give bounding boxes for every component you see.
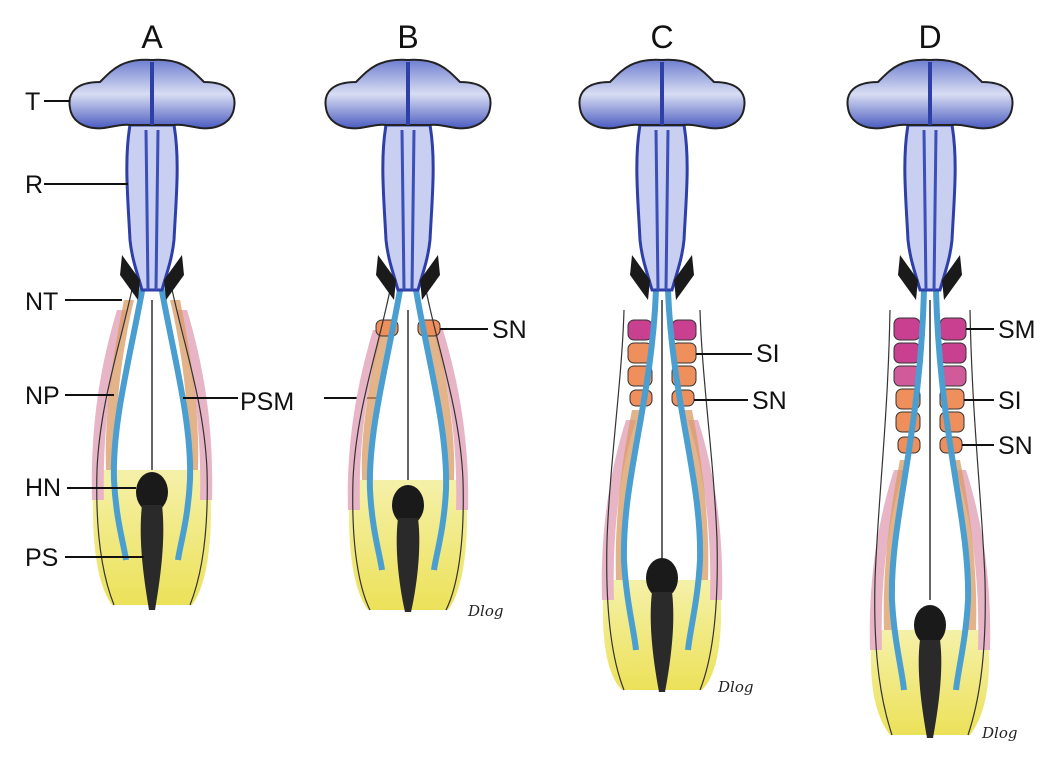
neural-plate-left: [620, 289, 659, 651]
body-outline: [352, 289, 464, 611]
hensens-node: [646, 558, 678, 598]
psm-pink-right: [177, 310, 213, 500]
label-r: R: [25, 171, 128, 199]
somite-mature: [893, 317, 921, 341]
body-outline: [96, 279, 208, 606]
neural-plate-right: [933, 289, 972, 691]
label-ps: PS: [25, 544, 144, 572]
label-sn: SN: [962, 432, 1033, 460]
svg-text:SN: SN: [998, 432, 1033, 460]
somite-mature: [939, 342, 967, 364]
embryo: [324, 58, 492, 612]
svg-text:SI: SI: [998, 387, 1022, 415]
psm-pink-left: [347, 330, 383, 510]
svg-text:SM: SM: [998, 316, 1036, 344]
fold-dark: [898, 255, 962, 300]
svg-text:NP: NP: [25, 382, 60, 410]
neural-plate-right: [157, 279, 194, 561]
primitive-streak: [140, 505, 164, 610]
label-hn: HN: [25, 474, 136, 502]
svg-text:SI: SI: [756, 340, 780, 368]
panel-letter: A: [141, 19, 163, 55]
artist-signature: Dlog: [981, 724, 1017, 742]
neural-tube-lumen: [922, 129, 938, 291]
svg-text:PS: PS: [25, 544, 58, 572]
neural-plate-left: [888, 289, 927, 691]
embryo: [68, 58, 236, 610]
label-t: T: [25, 88, 70, 116]
neural-tube-lumen: [654, 129, 670, 291]
svg-text:T: T: [25, 88, 40, 116]
neural-tube-lumen: [400, 129, 416, 291]
fold-dark: [376, 255, 440, 300]
somite-mature: [671, 319, 697, 341]
neural-plate-right: [665, 289, 704, 651]
embryo: [578, 58, 746, 692]
label-sm: SM: [966, 316, 1036, 344]
fold-dark: [120, 255, 184, 300]
paraxial-right: [170, 300, 199, 470]
label-np: NP: [25, 382, 114, 410]
psm-pink-left: [601, 420, 636, 600]
panel-b: B SN Dlog: [324, 19, 527, 620]
panel-letter: D: [918, 19, 941, 55]
svg-text:NT: NT: [25, 288, 58, 316]
psm-pink-left: [869, 470, 904, 650]
label-sn: SN: [440, 316, 527, 344]
panel-letter: B: [397, 19, 418, 55]
paraxial-right: [426, 330, 455, 480]
primitive-streak: [650, 592, 674, 692]
artist-signature: Dlog: [717, 678, 753, 696]
neural-tube-lumen: [144, 129, 160, 291]
neural-plate-left: [366, 289, 403, 571]
hensens-node: [392, 485, 424, 525]
psm-pink-right: [433, 330, 469, 510]
primitive-streak: [396, 518, 420, 612]
neural-tube: [903, 123, 957, 292]
neural-tube: [381, 123, 435, 292]
panel-letter: C: [650, 19, 673, 55]
neural-tube: [635, 123, 689, 292]
somite-mature: [939, 317, 967, 341]
neural-plate-left: [110, 279, 147, 561]
label-si: SI: [964, 387, 1022, 415]
somite-mature: [893, 342, 921, 364]
label-nt: NT: [25, 288, 122, 316]
svg-text:SN: SN: [752, 387, 787, 415]
primitive-streak: [918, 640, 942, 738]
neural-plate-right: [413, 289, 450, 571]
fold-dark: [630, 255, 694, 300]
svg-text:SN: SN: [492, 316, 527, 344]
svg-text:PSM: PSM: [240, 388, 294, 416]
psm-pink-right: [688, 420, 723, 600]
hensens-node: [914, 605, 946, 645]
label-psm: PSM: [183, 388, 377, 416]
paraxial-left: [105, 300, 134, 470]
somite-mature: [627, 319, 653, 341]
artist-signature: Dlog: [467, 602, 503, 620]
label-si: SI: [696, 340, 780, 368]
panel-a: A: [25, 19, 236, 610]
body-outline: [606, 309, 718, 691]
hensens-node: [136, 472, 168, 512]
panel-c: C: [578, 19, 787, 696]
neural-tube: [125, 123, 179, 292]
body-outline: [874, 309, 986, 736]
psm-pink-right: [956, 470, 991, 650]
svg-text:R: R: [25, 171, 43, 199]
embryo: [846, 58, 1014, 738]
psm-pink-left: [91, 310, 127, 500]
panel-d: D: [846, 19, 1036, 742]
paraxial-left: [361, 330, 390, 480]
svg-text:HN: HN: [25, 474, 61, 502]
label-sn: SN: [694, 387, 787, 415]
